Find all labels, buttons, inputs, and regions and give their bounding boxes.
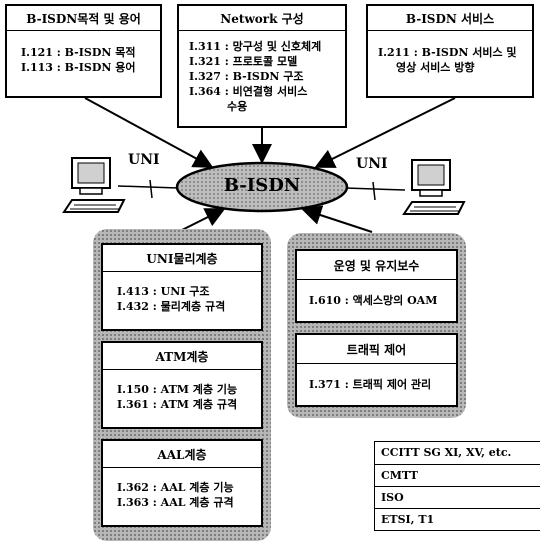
physical-divider: [103, 271, 261, 272]
right-terminal-icon: [402, 159, 466, 215]
reference-table: CCITT SG XI, XV, etc. CMTT ISO ETSI, T1: [374, 441, 540, 531]
uni-label-right: UNI: [356, 156, 388, 172]
uni-tick-right: [372, 181, 376, 201]
atm-divider: [103, 369, 261, 370]
network-line-2: I.321 : 프로토콜 모델: [189, 55, 298, 68]
arrow-left-group: [181, 208, 226, 231]
network-line-4: I.364 : 비연결형 서비스: [189, 85, 308, 98]
reference-row-3: ISO: [375, 486, 540, 509]
network-line-3: I.327 : B-ISDN 구조: [189, 70, 304, 83]
uni-physical-layer-box: UNI물리계층 I.413 : UNI 구조 I.432 : 물리계층 규격: [101, 243, 263, 331]
oam-line-1: I.610 : 액세스망의 OAM: [309, 294, 438, 307]
b-isdn-label: B-ISDN: [223, 175, 301, 196]
purpose-line-1: I.121 : B-ISDN 목적: [21, 46, 136, 59]
purpose-divider: [7, 30, 160, 31]
aal-divider: [103, 467, 261, 468]
purpose-box: B-ISDN목적 및 용어 I.121 : B-ISDN 목적 I.113 : …: [5, 4, 162, 98]
oam-divider: [297, 279, 456, 280]
b-isdn-network-ellipse: [175, 161, 349, 213]
uni-tick-left: [149, 179, 153, 199]
atm-layer-box: ATM계층 I.150 : ATM 계층 기능 I.361 : ATM 계층 규…: [101, 341, 263, 429]
atm-title: ATM계층: [155, 350, 209, 364]
uni-label-left: UNI: [128, 152, 160, 168]
atm-line-2: I.361 : ATM 계층 규격: [117, 398, 238, 411]
reference-row-2: CMTT: [375, 464, 540, 487]
aal-title: AAL계층: [157, 448, 207, 462]
uni-link-left: [117, 185, 179, 189]
service-box: B-ISDN 서비스 I.211 : B-ISDN 서비스 및 영상 서비스 방…: [366, 4, 534, 98]
aal-layer-box: AAL계층 I.362 : AAL 계층 기능 I.363 : AAL 계층 규…: [101, 439, 263, 527]
physical-line-2: I.432 : 물리계층 규격: [117, 300, 226, 313]
network-box: Network 구성 I.311 : 망구성 및 신호체계 I.321 : 프로…: [177, 4, 347, 128]
purpose-title: B-ISDN목적 및 용어: [26, 12, 141, 26]
layer-group-panel: UNI물리계층 I.413 : UNI 구조 I.432 : 물리계층 규격 A…: [93, 229, 271, 541]
traffic-box: 트래픽 제어 I.371 : 트래픽 제어 관리: [295, 333, 458, 407]
traffic-title: 트래픽 제어: [346, 343, 407, 357]
service-divider: [368, 30, 532, 31]
network-divider: [179, 30, 345, 31]
physical-title: UNI물리계층: [146, 252, 218, 266]
traffic-divider: [297, 363, 456, 364]
network-line-1: I.311 : 망구성 및 신호체계: [189, 40, 322, 53]
oam-box: 운영 및 유지보수 I.610 : 액세스망의 OAM: [295, 249, 458, 323]
aal-line-2: I.363 : AAL 계층 규격: [117, 496, 234, 509]
arrow-purpose: [84, 97, 214, 168]
aal-line-1: I.362 : AAL 계층 기능: [117, 481, 234, 494]
arrow-service: [314, 97, 456, 168]
reference-row-4: ETSI, T1: [375, 508, 540, 531]
network-line-5: 수용: [227, 100, 248, 113]
arrow-right-group: [301, 205, 373, 233]
oam-title: 운영 및 유지보수: [333, 259, 420, 273]
atm-line-1: I.150 : ATM 계층 기능: [117, 383, 238, 396]
purpose-line-2: I.113 : B-ISDN 용어: [21, 61, 136, 74]
service-line-1: I.211 : B-ISDN 서비스 및: [378, 46, 517, 59]
reference-row-1: CCITT SG XI, XV, etc.: [381, 446, 512, 459]
uni-link-right: [344, 187, 406, 191]
service-line-2: 영상 서비스 방향: [396, 61, 475, 74]
left-terminal-icon: [62, 157, 126, 213]
service-title: B-ISDN 서비스: [405, 12, 495, 26]
network-title: Network 구성: [220, 12, 304, 26]
traffic-line-1: I.371 : 트래픽 제어 관리: [309, 378, 432, 391]
physical-line-1: I.413 : UNI 구조: [117, 285, 210, 298]
management-group-panel: 운영 및 유지보수 I.610 : 액세스망의 OAM 트래픽 제어 I.371…: [287, 233, 466, 418]
